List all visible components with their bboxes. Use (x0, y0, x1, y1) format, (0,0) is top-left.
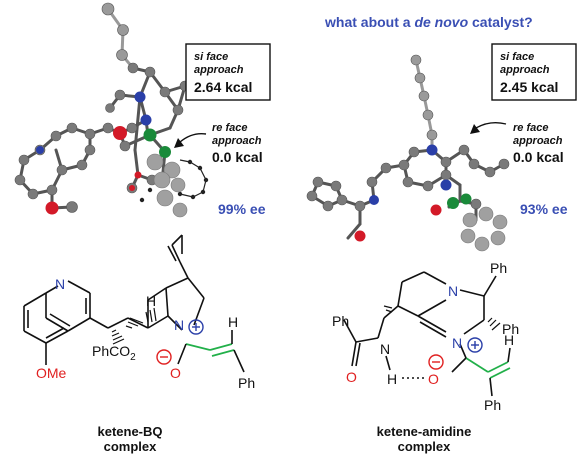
right-atom-Ph-bottom: Ph (484, 397, 501, 413)
right-structure: N Ph Ph Ph N O H N O H Ph (332, 260, 519, 413)
left-atom-PhCO2: PhCO2 (92, 343, 136, 363)
left-alkene-atom-2 (159, 146, 171, 158)
right-nitrogen-atom-1 (426, 144, 438, 156)
question-suffix: catalyst? (468, 14, 533, 30)
right-atom-N-plus: N (452, 335, 462, 351)
right-nitrogen-atom-2 (440, 179, 452, 191)
left-caption-line1: ketene-BQ (97, 424, 162, 439)
left-atom-OMe: OMe (36, 365, 67, 381)
question-prefix: what about a (324, 14, 414, 30)
right-caption-line2: complex (398, 439, 452, 454)
left-alkene-atom-1 (143, 128, 157, 142)
right-si-face-label-2: approach (500, 64, 550, 76)
left-oxygen-atom-4 (129, 185, 135, 191)
left-atom-H-alkene: H (228, 314, 238, 330)
right-caption-line1: ketene-amidine (377, 424, 472, 439)
right-atom-H-nh: H (387, 371, 397, 387)
right-oxygen-atom-1 (354, 230, 366, 242)
right-ee-value: 93% ee (520, 201, 568, 217)
left-atom-N-quinoline: N (55, 276, 65, 292)
left-atom-O-minus: O (170, 365, 181, 381)
right-re-face-label-1: re face (513, 122, 548, 134)
left-plus-charge (188, 319, 204, 335)
left-oxygen-atom-3 (134, 171, 142, 179)
left-phenyl-spheres (146, 153, 188, 218)
left-re-face-arrowhead (174, 138, 184, 148)
right-si-face-box: si face approach 2.45 kcal (491, 43, 577, 101)
right-nitrogen-atom-3 (369, 195, 379, 205)
left-structure: N OMe PhCO2 H N O H Ph (23, 234, 255, 391)
right-oxygen-atom-2 (430, 204, 442, 216)
right-re-face-arrowhead (470, 124, 480, 134)
right-atom-Ph-top: Ph (490, 260, 507, 276)
left-re-face-label-1: re face (212, 122, 247, 134)
left-oxygen-atom-1 (113, 126, 127, 140)
left-ee-value: 99% ee (218, 201, 266, 217)
left-re-face-arrow (179, 132, 207, 143)
left-re-face-energy: 0.0 kcal (212, 149, 263, 165)
left-nitrogen-atom-3 (36, 146, 44, 154)
right-re-face-arrow (475, 121, 507, 129)
right-3d-model (306, 54, 510, 252)
right-plus-charge (467, 337, 483, 353)
right-atom-H-alkene: H (504, 332, 514, 348)
right-atom-O-minus: O (428, 371, 439, 387)
right-atom-Ph-amide: Ph (332, 313, 349, 329)
right-atom-O-amide: O (346, 369, 357, 385)
right-re-face-label-2: approach (513, 135, 563, 147)
left-si-face-label-2: approach (194, 64, 244, 76)
right-minus-charge (428, 354, 444, 370)
left-3d-model (14, 2, 209, 218)
left-atom-N-plus: N (174, 317, 184, 333)
left-nitrogen-atom-2 (134, 91, 146, 103)
right-si-face-label-1: si face (500, 51, 534, 63)
right-atom-N-ring: N (448, 283, 458, 299)
question-title: what about a de novo catalyst? (324, 14, 533, 30)
left-si-face-box: si face approach 2.64 kcal (185, 43, 271, 101)
right-si-face-energy: 2.45 kcal (500, 79, 558, 95)
left-si-face-energy: 2.64 kcal (194, 79, 252, 95)
left-re-face-label-2: approach (212, 135, 262, 147)
left-atom-Ph: Ph (238, 375, 255, 391)
left-atom-H-center: H (146, 293, 156, 309)
left-minus-charge (156, 349, 172, 365)
right-carbon-atoms (306, 54, 510, 212)
right-re-face-energy: 0.0 kcal (513, 149, 564, 165)
right-phenyl-spheres (460, 206, 508, 252)
right-alkene-atom-1 (447, 197, 459, 209)
left-nitrogen-atom-1 (140, 114, 152, 126)
left-caption-line2: complex (104, 439, 158, 454)
right-atom-N-amide: N (380, 341, 390, 357)
left-oxygen-atom-2 (45, 201, 59, 215)
right-alkene-atom-2 (460, 193, 472, 205)
left-si-face-label-1: si face (194, 51, 228, 63)
question-italic: de novo (414, 14, 468, 30)
right-atom-Ph-right: Ph (502, 321, 519, 337)
